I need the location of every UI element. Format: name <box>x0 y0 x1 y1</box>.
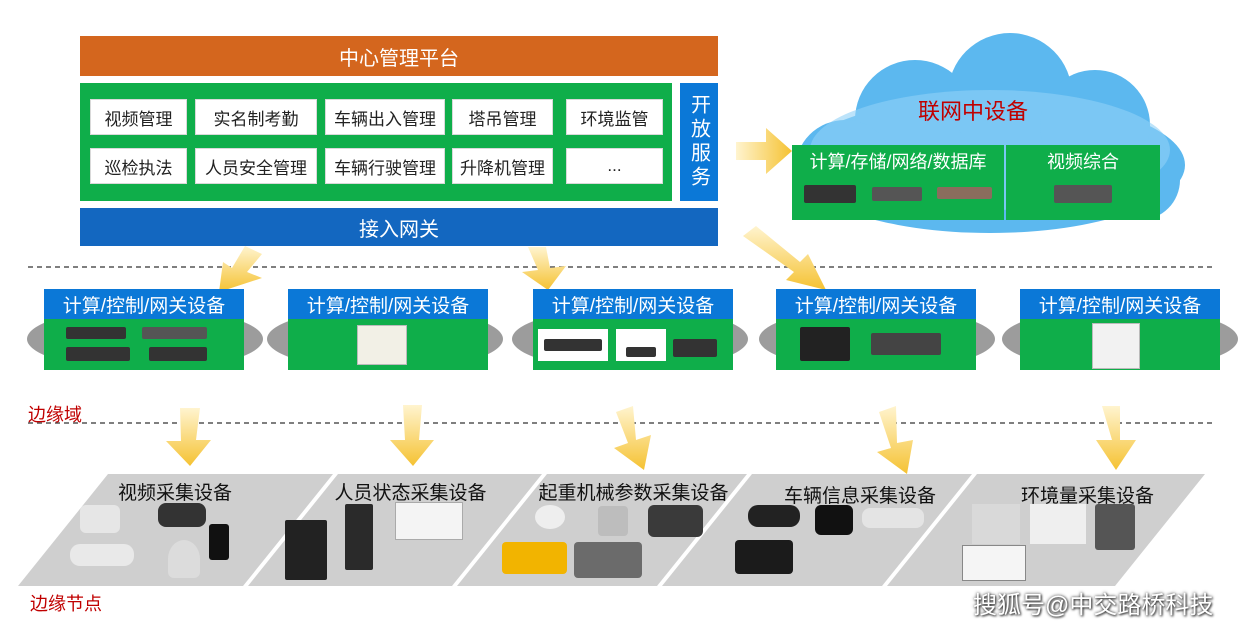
app-label: 塔吊管理 <box>468 109 537 129</box>
edge-device-body-2 <box>288 319 488 370</box>
server-icon <box>872 187 922 201</box>
server-icon <box>66 327 126 339</box>
control-cabinet-icon <box>1092 323 1140 369</box>
app-vehicle-entry[interactable]: 车辆出入管理 <box>325 99 445 135</box>
server-icon <box>149 347 207 361</box>
edge-device-title-3: 计算/控制/网关设备 <box>533 289 733 319</box>
cloud-compute-box: 计算/存储/网络/数据库 <box>792 145 1004 220</box>
edge-device-body-5 <box>1020 319 1220 370</box>
edge-device-body-4 <box>776 319 976 370</box>
edge-device-title-1: 计算/控制/网关设备 <box>44 289 244 319</box>
node-title-environment: 环境量采集设备 <box>1020 486 1154 507</box>
arrow-edge-node-3 <box>614 406 651 470</box>
router-icon <box>616 329 666 361</box>
app-attendance[interactable]: 实名制考勤 <box>195 99 317 135</box>
app-more[interactable]: ... <box>566 148 663 184</box>
node-title-crane: 起重机械参数采集设备 <box>538 483 729 504</box>
server-icon <box>937 187 992 199</box>
gateway-label: 接入网关 <box>359 218 439 241</box>
wind-sensor-icon <box>1030 504 1086 544</box>
app-label: 人员安全管理 <box>205 158 307 178</box>
app-label: 升降机管理 <box>460 158 545 178</box>
gateway-bar: 接入网关 <box>80 208 718 246</box>
edge-device-body-1 <box>44 319 244 370</box>
app-label: 车辆行驶管理 <box>334 158 436 178</box>
open-service-bar: 开放服务 <box>680 83 718 201</box>
server-icon <box>142 327 207 339</box>
load-cell-icon <box>598 506 628 536</box>
arrow-gateway-edge-4 <box>743 226 826 290</box>
display-terminal-icon <box>648 505 703 537</box>
edge-device-label: 计算/控制/网关设备 <box>551 295 715 317</box>
vehicle-dvr-icon <box>735 540 793 574</box>
cloud-video-box: 视频综合 <box>1006 145 1160 220</box>
vehicle-camera-icon <box>748 505 800 527</box>
anemometer-icon <box>535 505 565 529</box>
bullet-camera-icon <box>70 544 134 566</box>
edge-device-label: 计算/控制/网关设备 <box>1038 295 1202 317</box>
access-card-reader-icon <box>285 520 327 580</box>
edge-device-label: 计算/控制/网关设备 <box>62 295 226 317</box>
app-label: 实名制考勤 <box>213 109 299 129</box>
platform-title-bar: 中心管理平台 <box>80 36 718 76</box>
monitor-icon <box>800 327 850 361</box>
phone-icon <box>209 524 229 560</box>
edge-node-label: 边缘节点 <box>30 594 102 614</box>
plate-camera-icon <box>862 508 924 528</box>
cloud-video-label: 视频综合 <box>1047 152 1119 172</box>
app-label: 车辆出入管理 <box>334 109 436 129</box>
node-title-personnel: 人员状态采集设备 <box>334 483 487 504</box>
arrow-to-cloud <box>736 128 792 174</box>
arrow-edge-node-1 <box>166 408 211 466</box>
app-label: 环境监管 <box>580 109 649 129</box>
platform-title: 中心管理平台 <box>339 47 459 70</box>
bullet-camera-icon <box>158 503 206 527</box>
edge-device-title-4: 计算/控制/网关设备 <box>776 289 976 319</box>
open-service-label: 开放服务 <box>687 94 710 190</box>
arrow-edge-node-4 <box>877 406 913 474</box>
edge-device-label: 计算/控制/网关设备 <box>306 295 470 317</box>
app-label: 视频管理 <box>104 109 173 129</box>
camera-icon <box>80 505 120 533</box>
arrow-gateway-edge-1 <box>219 246 262 292</box>
app-patrol[interactable]: 巡检执法 <box>90 148 187 184</box>
app-elevator[interactable]: 升降机管理 <box>452 148 553 184</box>
edge-device-title-5: 计算/控制/网关设备 <box>1020 289 1220 319</box>
edge-device-title-2: 计算/控制/网关设备 <box>288 289 488 319</box>
hikvision-box-icon <box>395 502 463 540</box>
server-icon <box>804 185 856 203</box>
arrow-gateway-edge-3 <box>522 247 566 290</box>
watermark: 搜狐号@中交路桥科技 <box>973 592 1214 619</box>
edge-domain-label: 边缘域 <box>28 405 82 425</box>
cloud-compute-label: 计算/存储/网络/数据库 <box>809 152 987 172</box>
app-label: ... <box>607 156 622 175</box>
controller-icon <box>673 339 717 357</box>
edge-device-body-3 <box>533 319 733 370</box>
arrow-edge-node-2 <box>390 405 434 466</box>
app-video-management[interactable]: 视频管理 <box>90 99 187 135</box>
vehicle-camera-icon <box>815 505 853 535</box>
app-environment[interactable]: 环境监管 <box>566 99 663 135</box>
weather-shelter-icon <box>1095 504 1135 550</box>
gateway-device-icon <box>538 329 608 361</box>
edge-device-label: 计算/控制/网关设备 <box>794 295 958 317</box>
app-tower-crane[interactable]: 塔吊管理 <box>452 99 553 135</box>
node-title-vehicle: 车辆信息采集设备 <box>783 486 936 507</box>
arrow-edge-node-5 <box>1096 406 1136 470</box>
face-terminal-icon <box>345 504 373 570</box>
noise-sensor-icon <box>962 545 1026 581</box>
tilt-sensor-icon <box>574 542 642 578</box>
server-icon <box>66 347 130 361</box>
limit-switch-icon <box>502 542 567 574</box>
dome-camera-icon <box>168 540 200 578</box>
app-vehicle-driving[interactable]: 车辆行驶管理 <box>325 148 445 184</box>
nvr-icon <box>871 333 941 355</box>
app-label: 巡检执法 <box>104 158 173 178</box>
app-personnel-safety[interactable]: 人员安全管理 <box>195 148 317 184</box>
cloud-title: 联网中设备 <box>918 99 1029 124</box>
dust-sensor-icon <box>972 504 1020 544</box>
control-box-icon <box>357 325 407 365</box>
node-title-video: 视频采集设备 <box>117 483 232 504</box>
server-icon <box>1054 185 1112 203</box>
